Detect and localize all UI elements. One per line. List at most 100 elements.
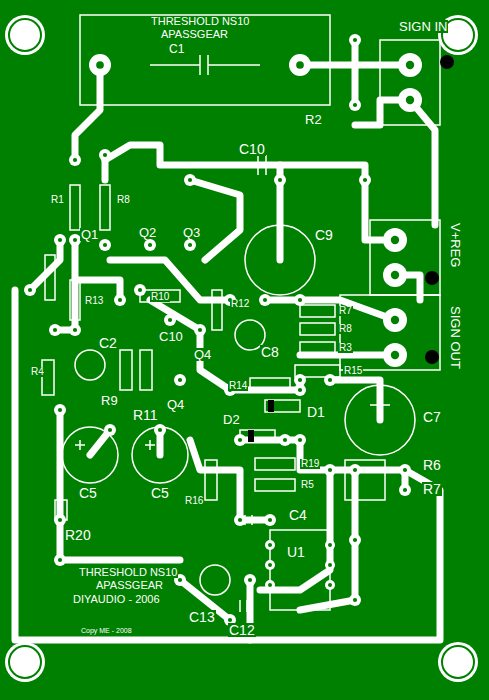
part-label: V+REG (449, 222, 462, 268)
solder-pad (398, 53, 422, 77)
solder-pad (268, 563, 272, 567)
solder-pad (383, 308, 407, 332)
solder-pad (108, 428, 112, 432)
mounting-hole-ring (9, 19, 41, 51)
part-label: R8 (338, 324, 353, 334)
part-label: Q4 (193, 348, 212, 361)
solder-pad (391, 316, 399, 324)
part-label: C2 (98, 336, 118, 350)
part-label: R16 (184, 496, 204, 506)
solder-pad (234, 514, 246, 526)
solder-pad (294, 374, 306, 386)
solder-pad (238, 518, 242, 522)
solder-pad (49, 324, 61, 336)
solder-pad (69, 154, 81, 166)
solder-pad (24, 34, 422, 626)
part-label: Q2 (138, 226, 157, 239)
part-label: R6 (422, 458, 442, 472)
part-label: C10 (158, 330, 184, 343)
solder-pad (353, 598, 357, 602)
solder-pad (328, 563, 332, 567)
mounting-hole (438, 642, 478, 682)
solder-pad (99, 149, 111, 161)
component-outline (345, 460, 385, 500)
part-label: R1 (50, 195, 65, 205)
part-label: C4 (288, 508, 308, 522)
solder-pad (184, 174, 196, 186)
diode-band (268, 400, 274, 412)
solder-pad (69, 324, 81, 336)
part-label: D2 (222, 413, 241, 426)
solder-pad (89, 54, 111, 76)
solder-pad (324, 374, 336, 386)
terminal-marker (425, 271, 439, 285)
solder-pad (58, 408, 62, 412)
part-label: C12 (228, 623, 256, 637)
solder-pad (154, 424, 166, 436)
solder-pad (54, 514, 66, 526)
solder-pad (363, 178, 367, 182)
component-outline (70, 185, 80, 230)
solder-pad (294, 294, 306, 306)
component-outline (370, 220, 440, 295)
part-label: Q3 (182, 226, 201, 239)
component-outline (75, 350, 105, 380)
solder-pad (54, 234, 66, 246)
solder-pad (349, 34, 361, 46)
solder-pad (325, 540, 335, 550)
solder-pad (328, 378, 332, 382)
component-outline (212, 290, 222, 330)
part-label: R10 (150, 292, 170, 302)
component-outline (340, 295, 440, 370)
solder-pad (144, 239, 156, 251)
board-text: THRESHOLD NS10 (78, 567, 178, 578)
part-label: C8 (260, 345, 280, 359)
copper-trace (150, 300, 300, 390)
solder-pad (328, 543, 332, 547)
component-outline (258, 155, 266, 175)
solder-pad (289, 54, 311, 76)
part-label: C9 (314, 228, 334, 242)
solder-pad (58, 518, 62, 522)
solder-pad (268, 518, 272, 522)
board-text: APASSGEAR (160, 29, 229, 40)
component-outline (80, 15, 330, 105)
board-text: Copy ME - 2008 (80, 627, 133, 634)
solder-pad (263, 298, 267, 302)
solder-pad (138, 288, 142, 292)
part-label: C5 (78, 486, 98, 500)
solder-pad (234, 434, 246, 446)
mounting-hole-ring (9, 646, 41, 678)
solder-pad (349, 594, 361, 606)
component-outline (75, 398, 390, 450)
solder-pad (264, 514, 276, 526)
solder-pad (158, 428, 162, 432)
part-label: Q1 (80, 228, 99, 241)
solder-pad (398, 88, 422, 112)
solder-pad (244, 574, 256, 586)
solder-pad (298, 298, 302, 302)
part-label: C7 (422, 410, 442, 424)
part-label: Q4 (166, 398, 185, 411)
mounting-hole (5, 642, 45, 682)
copper-trace (55, 240, 75, 330)
component-outline (42, 360, 54, 395)
component-outline (245, 515, 252, 525)
solder-pad (353, 538, 357, 542)
solder-pad (399, 464, 411, 476)
component-outline (265, 400, 300, 412)
solder-pad (73, 238, 77, 242)
part-label: R9 (100, 394, 119, 407)
component-outline (380, 40, 440, 125)
mounting-hole-ring (442, 646, 474, 678)
component-outline (245, 225, 315, 295)
solder-pad (353, 38, 357, 42)
solder-pad (178, 578, 182, 582)
solder-pad (324, 464, 336, 476)
component-outline (140, 290, 180, 302)
copper-trace (190, 180, 240, 260)
solder-pad (28, 288, 32, 292)
part-label: R7 (422, 482, 442, 496)
solder-pad (265, 580, 275, 590)
copper-trace (60, 410, 180, 560)
